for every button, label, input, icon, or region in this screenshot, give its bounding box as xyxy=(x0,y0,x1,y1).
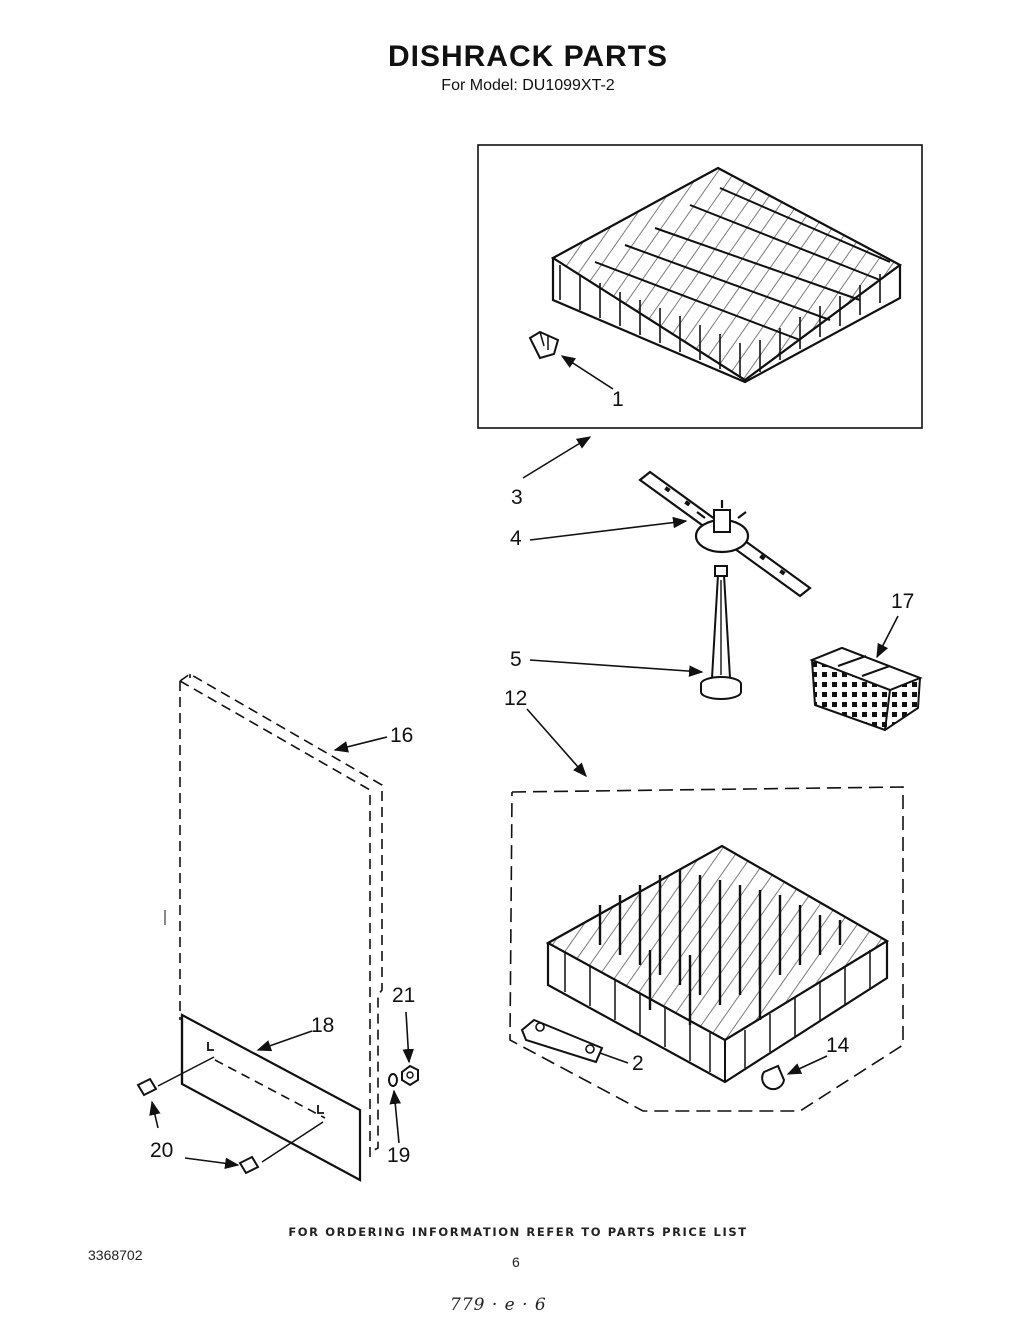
door-panel xyxy=(164,673,383,1160)
callout-20: 20 xyxy=(150,1139,173,1162)
trim-screw-upper xyxy=(136,1056,215,1097)
callout-14: 14 xyxy=(826,1034,850,1057)
lower-rack-boundary xyxy=(509,786,904,1112)
door-trim-panel xyxy=(180,1013,362,1182)
spray-tube xyxy=(700,565,742,700)
callout-4: 4 xyxy=(510,527,522,550)
ordering-info-note: FOR ORDERING INFORMATION REFER TO PARTS … xyxy=(288,1225,748,1239)
callout-19: 19 xyxy=(387,1144,410,1167)
callout-12: 12 xyxy=(504,687,527,710)
upper-rack-basket xyxy=(550,166,903,384)
upper-rack-assembly xyxy=(477,144,923,429)
callout-2: 2 xyxy=(632,1052,644,1075)
callout-5: 5 xyxy=(510,648,522,671)
lock-washer xyxy=(388,1073,398,1087)
rack-end-cap xyxy=(761,1064,786,1091)
hex-nut xyxy=(401,1064,419,1087)
handwritten-note: 779 · e · 6 xyxy=(450,1295,547,1315)
silverware-basket xyxy=(809,646,923,732)
spray-arm xyxy=(638,470,812,598)
callout-17: 17 xyxy=(891,590,914,613)
lower-rack-assembly xyxy=(509,786,904,1112)
rack-roller-bracket xyxy=(520,1018,604,1064)
rack-stop-clip xyxy=(528,330,560,360)
lower-rack-basket xyxy=(545,844,890,1084)
document-number: 3368702 xyxy=(88,1247,143,1263)
callout-3: 3 xyxy=(511,486,523,509)
upper-rack-boundary-box xyxy=(477,144,923,429)
page-number: 6 xyxy=(512,1254,520,1270)
model-subtitle: For Model: DU1099XT-2 xyxy=(441,77,615,94)
callout-21: 21 xyxy=(392,984,415,1007)
callout-16: 16 xyxy=(390,724,413,747)
callout-18: 18 xyxy=(311,1014,334,1037)
page-title: DISHRACK PARTS xyxy=(387,40,669,73)
trim-screw-lower xyxy=(238,1121,324,1175)
callout-1: 1 xyxy=(612,388,624,411)
